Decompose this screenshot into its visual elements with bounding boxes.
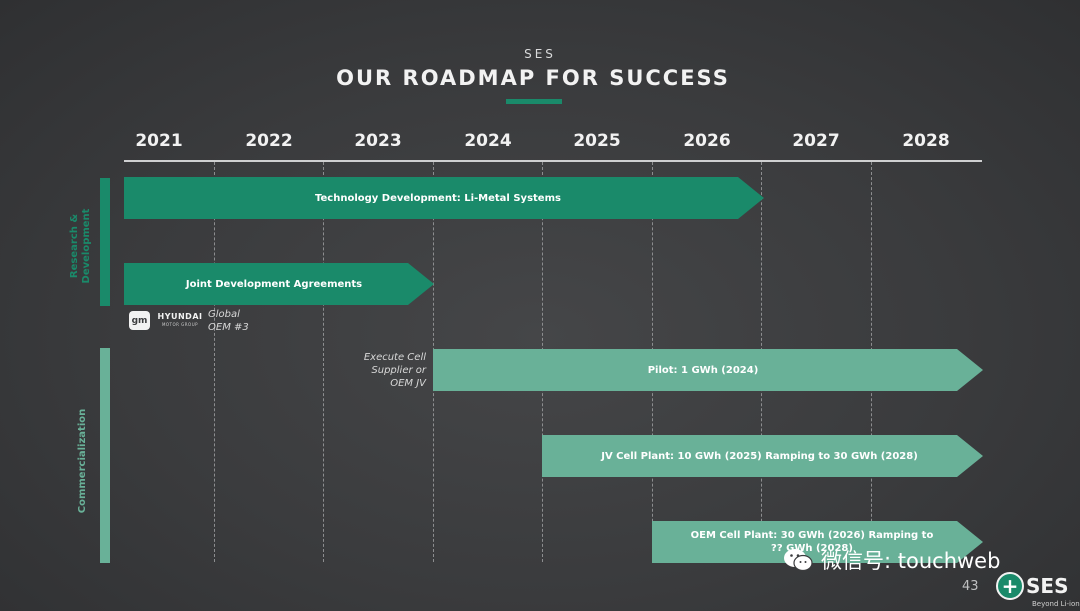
- year-2025: 2025: [573, 131, 621, 151]
- brand-label: SES: [524, 47, 556, 61]
- hyundai-logo: HYUNDAI MOTOR GROUP: [156, 312, 204, 327]
- year-2024: 2024: [464, 131, 512, 151]
- pilot-label: Pilot: 1 GWh (2024): [647, 364, 759, 376]
- oem-plant-label-line2: ?? GWh (2028): [771, 543, 853, 554]
- comm-section-bar: [100, 348, 110, 563]
- tech-dev-arrow: [124, 177, 764, 219]
- tech-dev-label: Technology Development: Li-Metal Systems: [315, 192, 561, 204]
- jda-label: Joint Development Agreements: [185, 278, 363, 290]
- ses-plus-icon: +: [996, 572, 1024, 600]
- hyundai-logo-subtext: MOTOR GROUP: [161, 322, 199, 327]
- pilot-arrow: [433, 349, 983, 391]
- watermark-text: 微信号: touchweb: [821, 549, 1001, 573]
- oem-plant-label-line1: OEM Cell Plant: 30 GWh (2026) Ramping to: [690, 530, 934, 541]
- execute-note-line2: Supplier or: [371, 365, 426, 376]
- year-2028: 2028: [902, 131, 950, 151]
- tech-dev-bar: Technology Development: Li-Metal Systems: [124, 177, 764, 219]
- year-2022: 2022: [245, 131, 293, 151]
- execute-note: Execute Cell Supplier or OEM JV: [340, 351, 426, 390]
- gridline: [214, 162, 215, 562]
- wechat-watermark: 微信号: touchweb: [783, 545, 1000, 575]
- jv-plant-bar: JV Cell Plant: 10 GWh (2025) Ramping to …: [542, 435, 983, 477]
- jv-plant-label: JV Cell Plant: 10 GWh (2025) Ramping to …: [601, 450, 918, 462]
- ses-tagline: Beyond Li-ion: [1032, 600, 1080, 608]
- year-2026: 2026: [683, 131, 731, 151]
- rd-section-label: Research & Development: [69, 208, 92, 284]
- title-underline: [506, 99, 562, 104]
- jv-plant-arrow: [542, 435, 983, 477]
- year-2027: 2027: [792, 131, 840, 151]
- pilot-bar: Pilot: 1 GWh (2024): [433, 349, 983, 391]
- oem-plant-arrow: [652, 521, 983, 563]
- jda-bar: Joint Development Agreements: [124, 263, 434, 305]
- ses-logo-text: SES: [1026, 574, 1069, 598]
- timeline-axis: [124, 160, 982, 162]
- hyundai-logo-text: HYUNDAI: [157, 312, 203, 321]
- ses-logo: + SES: [996, 572, 1068, 600]
- jda-arrow: [124, 263, 434, 305]
- page-number: 43: [962, 579, 979, 594]
- year-2021: 2021: [135, 131, 183, 151]
- execute-note-line3: OEM JV: [390, 378, 426, 389]
- page-title: OUR ROADMAP FOR SUCCESS: [336, 66, 730, 90]
- year-2023: 2023: [354, 131, 402, 151]
- gridline: [323, 162, 324, 562]
- wechat-icon: [783, 547, 813, 573]
- global-oem-line2: OEM #3: [208, 322, 249, 333]
- oem-plant-bar: OEM Cell Plant: 30 GWh (2026) Ramping to…: [652, 521, 983, 563]
- gm-logo: gm: [129, 311, 150, 330]
- global-oem-note: Global OEM #3: [208, 308, 249, 334]
- execute-note-line1: Execute Cell: [363, 352, 426, 363]
- oem-plant-label: OEM Cell Plant: 30 GWh (2026) Ramping to…: [652, 521, 972, 563]
- global-oem-line1: Global: [208, 309, 240, 320]
- rd-section-bar: [100, 178, 110, 306]
- comm-section-label: Commercialization: [77, 408, 88, 514]
